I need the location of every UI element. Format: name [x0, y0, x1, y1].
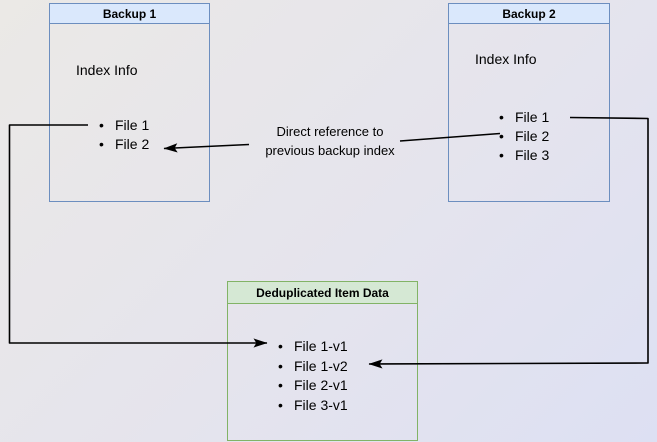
backup1-index-info-label: Index Info — [76, 62, 138, 78]
dedup-title: Deduplicated Item Data — [228, 282, 417, 304]
list-item: File 1 — [99, 116, 149, 135]
list-item: File 1-v2 — [278, 357, 348, 377]
list-item: File 2-v1 — [278, 376, 348, 396]
list-item: File 2 — [99, 135, 149, 154]
backup1-box: Backup 1 Index Info File 1 File 2 — [49, 3, 210, 202]
list-item: File 1-v1 — [278, 337, 348, 357]
backup2-title: Backup 2 — [449, 4, 609, 24]
list-item: File 3-v1 — [278, 396, 348, 416]
backup1-file-list: File 1 File 2 — [99, 116, 149, 154]
dedup-file-list: File 1-v1 File 1-v2 File 2-v1 File 3-v1 — [278, 337, 348, 416]
list-item: File 2 — [499, 127, 549, 146]
edge-annotation: Direct reference to previous backup inde… — [230, 122, 430, 160]
edge-annotation-line2: previous backup index — [265, 143, 395, 158]
dedup-box: Deduplicated Item Data File 1-v1 File 1-… — [227, 281, 418, 441]
backup1-title: Backup 1 — [50, 4, 209, 24]
edge-annotation-line1: Direct reference to — [276, 124, 384, 139]
backup2-file-list: File 1 File 2 File 3 — [499, 108, 549, 165]
backup2-index-info-label: Index Info — [475, 51, 537, 67]
list-item: File 3 — [499, 146, 549, 165]
backup2-box: Backup 2 Index Info File 1 File 2 File 3 — [448, 3, 610, 202]
list-item: File 1 — [499, 108, 549, 127]
